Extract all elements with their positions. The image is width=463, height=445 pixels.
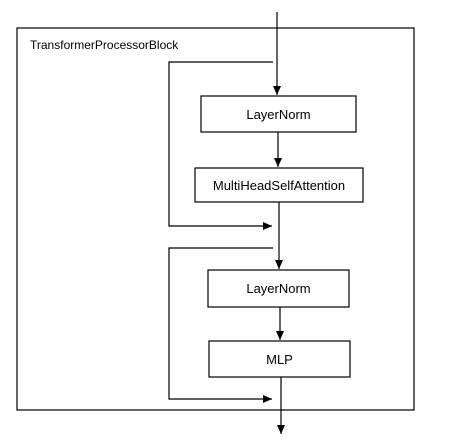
residual-connection-2	[168, 247, 273, 403]
attention-box	[194, 167, 364, 203]
residual-connection-1	[168, 61, 273, 230]
attention-label: MultiHeadSelfAttention	[213, 178, 345, 193]
layernorm-2-box	[207, 269, 350, 308]
mlp-label: MLP	[266, 352, 293, 367]
layernorm-1-label: LayerNorm	[246, 107, 310, 122]
mlp-box	[208, 340, 351, 378]
block-frame	[16, 27, 415, 411]
layernorm-1-box	[200, 95, 357, 133]
layernorm-2-label: LayerNorm	[246, 281, 310, 296]
block-title: TransformerProcessorBlock	[30, 38, 179, 52]
